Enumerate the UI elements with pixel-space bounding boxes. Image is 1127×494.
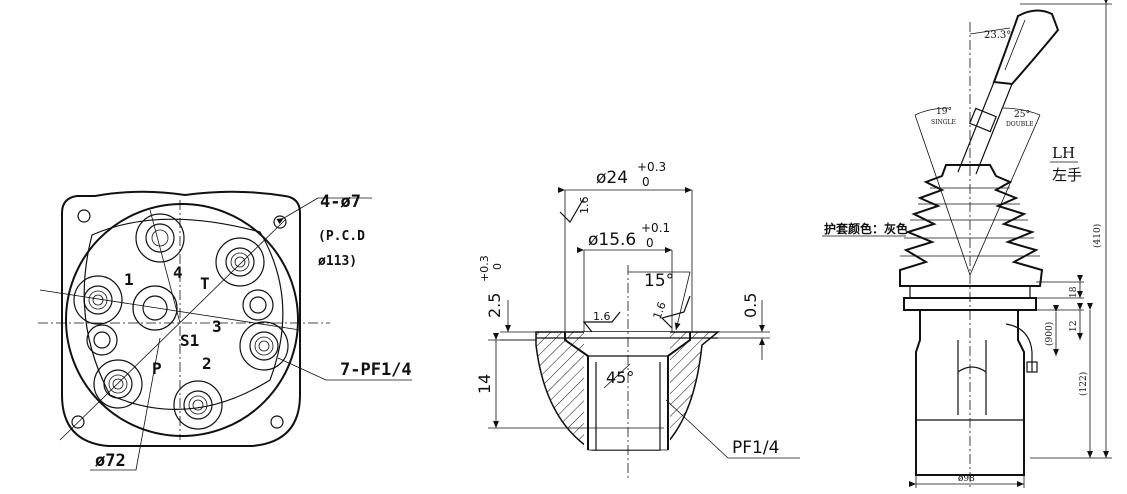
cable	[1005, 323, 1033, 372]
port-label-s1: S1	[180, 331, 199, 350]
roughness-top-text: 1.6	[578, 197, 591, 215]
pcd-line-1: (P.C.D	[318, 229, 365, 244]
body-height-text: (122)	[1078, 372, 1089, 396]
port-label-4: 4	[173, 263, 183, 282]
port-label-2: 2	[202, 354, 212, 373]
outer-dia-tol-lower: 0	[642, 175, 650, 189]
roughness-left-text: 1.6	[593, 310, 611, 323]
inner-dia-text: ø15.6	[588, 230, 636, 250]
inner-dia-tol-lower: 0	[646, 236, 654, 250]
angle-15-text: 15°	[644, 271, 674, 291]
rubber-boot	[899, 164, 1044, 287]
hand-cn-text: 左手	[1052, 166, 1082, 184]
roughness-symbol-left	[582, 311, 621, 333]
port-callout-leader	[277, 357, 327, 381]
double-label: DOUBLE	[1006, 121, 1034, 128]
port-label-t: T	[200, 274, 210, 293]
depth-tol-lower: 0	[491, 263, 504, 270]
dia72-leader	[135, 337, 161, 471]
flange-face-view: 1 4 T 3 S1 P 2 4-ø7 (P.C.D ø113) 7-PF1/4…	[38, 190, 412, 471]
dim-12-text: 12	[1069, 321, 1079, 332]
overall-height-text: (410)	[1092, 224, 1103, 248]
cable-length-text: (900)	[1044, 322, 1055, 346]
roughness-symbol-right	[660, 295, 691, 329]
base-dia-text: ø98	[958, 474, 975, 484]
mount-hole-tr	[273, 215, 287, 229]
flange-diag-line-3	[149, 209, 181, 324]
port-section-view: ø24 +0.3 0 1.6 ø15.6 +0.1 0 15° 2.5 +0.3…	[475, 160, 800, 478]
angle-double-text: 25°	[1014, 110, 1030, 120]
depth-text: 2.5	[485, 293, 504, 318]
cable-connector	[1026, 361, 1038, 373]
port-callout-text: 7-PF1/4	[340, 360, 412, 380]
roughness-symbol-top	[559, 197, 585, 223]
mount-hole-br	[270, 415, 284, 429]
roughness-right-text: 1.6	[651, 300, 669, 321]
dim-05-text: 0.5	[741, 293, 760, 318]
single-label: SINGLE	[931, 119, 956, 126]
hole-callout-leader	[276, 197, 319, 225]
outer-dia-text: ø24	[596, 168, 628, 188]
depth-tol-upper: +0.3	[478, 255, 491, 282]
thread-depth-text: 14	[475, 374, 494, 394]
port-label-p: P	[152, 359, 162, 378]
dia72-text: ø72	[95, 451, 126, 471]
joystick-view: 23.3° 19° SINGLE 25° DOUBLE LH 左手 护套颜色：灰…	[822, 0, 1112, 490]
stem-collar	[969, 107, 997, 133]
angle-top-text: 23.3°	[984, 30, 1011, 41]
port-label-1: 1	[124, 270, 134, 289]
flange-outline	[61, 190, 301, 447]
angle-single-text: 19°	[936, 107, 952, 117]
port-group	[73, 213, 289, 430]
thread-cavity	[584, 332, 670, 450]
mount-hole-bl	[71, 415, 85, 429]
boot-color-note: 护套颜色：灰色	[824, 221, 908, 236]
handle-stem	[957, 81, 1013, 175]
port-label-3: 3	[212, 317, 222, 336]
hand-en-text: LH	[1052, 144, 1075, 162]
counterbore-outline	[564, 332, 691, 450]
pcd-line-2: ø113)	[318, 254, 357, 269]
handle-grip	[992, 9, 1060, 86]
hole-callout-text: 4-ø7	[320, 192, 361, 212]
inner-dia-tol-upper: +0.1	[641, 221, 670, 235]
dim-18-text: 18	[1069, 286, 1079, 298]
mount-hole-tl	[77, 209, 91, 223]
thread-label-text: PF1/4	[732, 438, 779, 458]
outer-dia-tol-upper: +0.3	[637, 160, 666, 174]
body-circle	[65, 203, 299, 437]
chamfer-text: 45°	[606, 368, 634, 387]
